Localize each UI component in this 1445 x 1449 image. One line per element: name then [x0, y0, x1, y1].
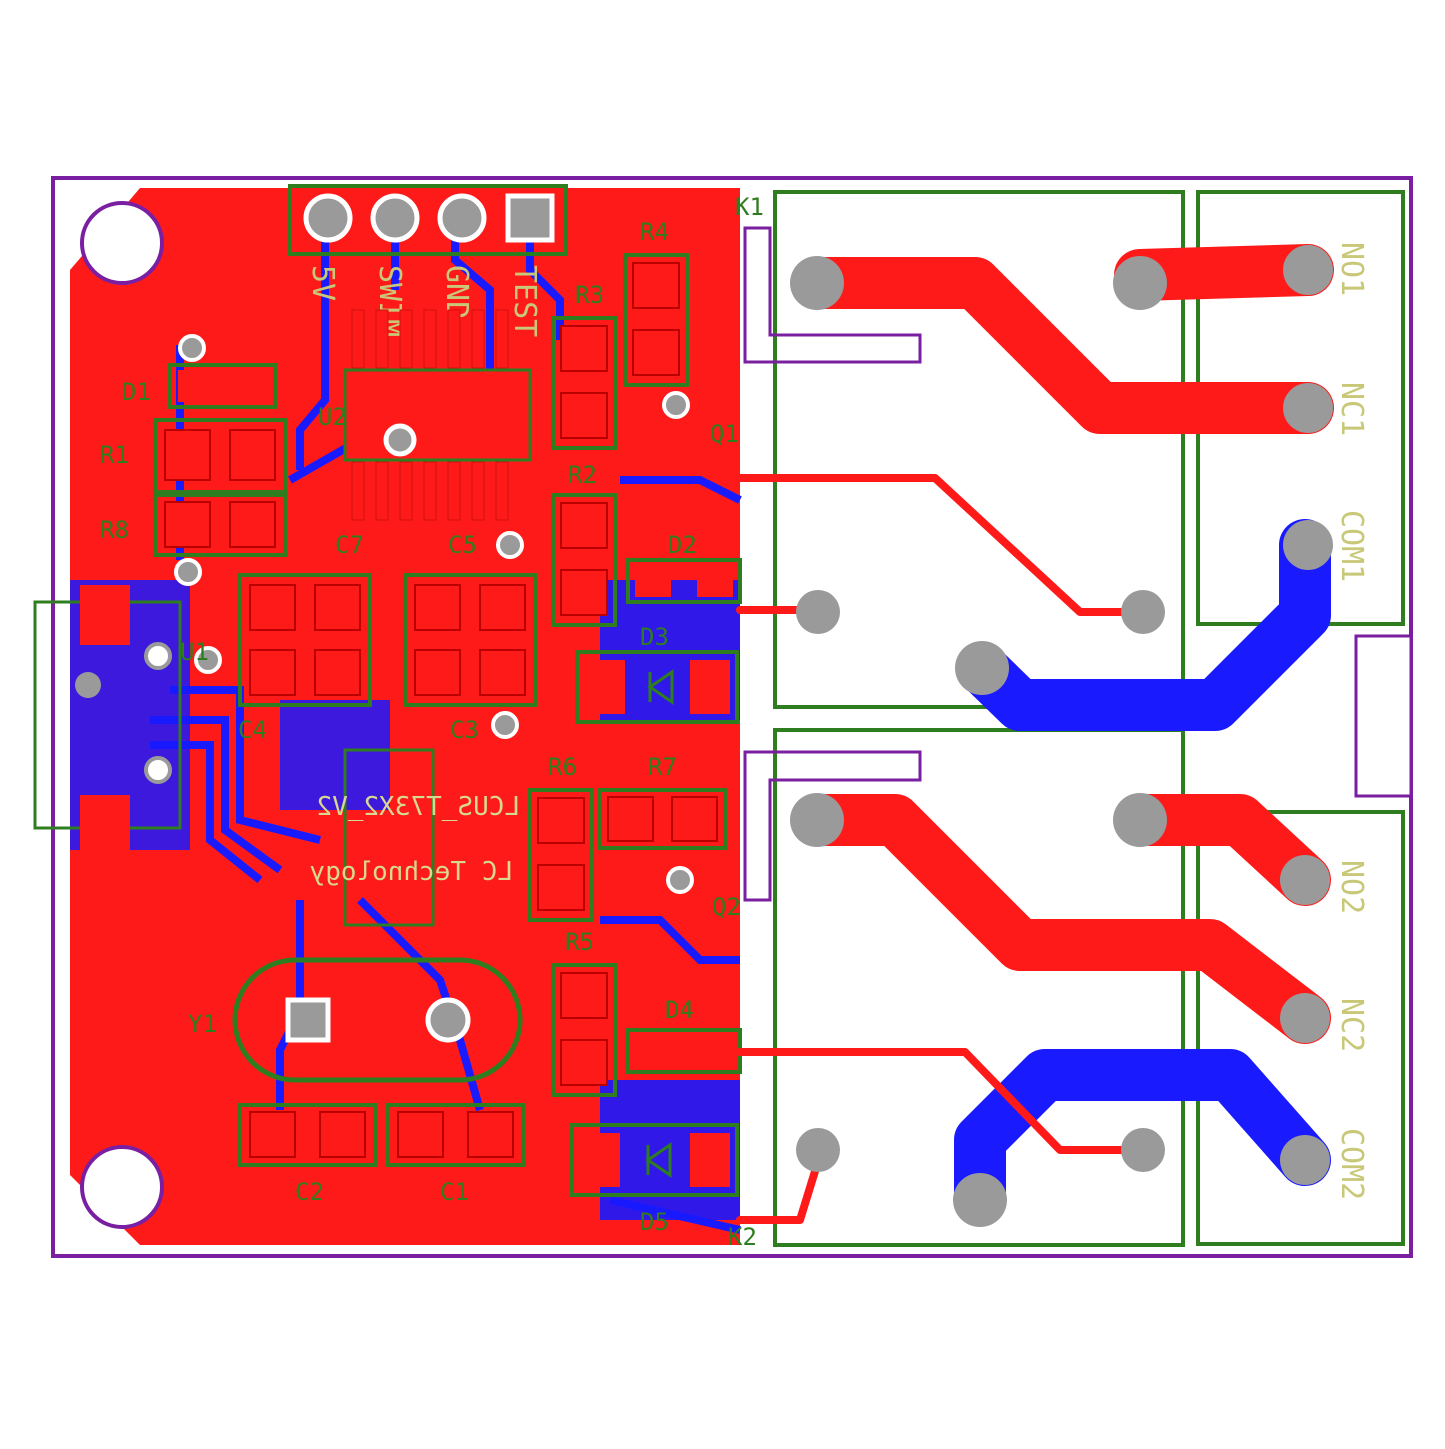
- designator-c2: C2: [295, 1178, 324, 1206]
- designator-y1: Y1: [188, 1010, 217, 1038]
- mounting-hole-bottom: [80, 1145, 164, 1229]
- capacitor-c7-block: [238, 573, 372, 707]
- capacitor-c5-block: [403, 573, 537, 707]
- crystal-y1: [232, 957, 523, 1083]
- designator-k2: K2: [728, 1223, 757, 1251]
- designator-c3: C3: [450, 716, 479, 744]
- terminal-pads: [1280, 245, 1333, 1185]
- designator-r3: R3: [575, 281, 604, 309]
- designator-c7: C7: [335, 531, 364, 559]
- diode-d2: [626, 558, 742, 604]
- terminal-label-com1: COM1: [1334, 510, 1369, 582]
- relay1-pads: [790, 256, 1167, 695]
- designator-k1: K1: [735, 193, 764, 221]
- board-notch: [1354, 634, 1413, 798]
- designator-d5: D5: [640, 1208, 669, 1236]
- designator-r7: R7: [648, 753, 677, 781]
- usb-via-1: [144, 642, 172, 670]
- designator-q1: Q1: [710, 420, 739, 448]
- mounting-hole-top: [80, 201, 164, 285]
- designator-d2: D2: [668, 531, 697, 559]
- resistor-r2: [551, 493, 617, 627]
- programming-header-outline: [288, 184, 568, 256]
- pin-label-test: TEST: [507, 265, 542, 337]
- header-pin-test: [505, 193, 555, 243]
- designator-u2: U2: [318, 403, 347, 431]
- usb-shield-pad: [75, 672, 101, 698]
- relay2-pads: [790, 793, 1167, 1227]
- via-mid-1: [496, 531, 524, 559]
- designator-r5: R5: [565, 928, 594, 956]
- header-pin-gnd: [437, 193, 487, 243]
- terminal-label-com2: COM2: [1334, 1128, 1369, 1200]
- via-left-1: [178, 334, 206, 362]
- usb-via-2: [144, 756, 172, 784]
- header-pin-swim: [370, 193, 420, 243]
- resistor-r5: [551, 963, 617, 1097]
- resistor-r3: [551, 316, 617, 450]
- terminal-block-2: [1196, 810, 1405, 1246]
- designator-r8: R8: [100, 516, 129, 544]
- capacitor-c1: [386, 1103, 525, 1167]
- designator-u1: U1: [180, 638, 209, 666]
- designator-q2: Q2: [712, 893, 741, 921]
- relay-k2: [743, 728, 1185, 1247]
- pin-label-5v: 5V: [305, 265, 340, 301]
- relay-k1: [743, 190, 1185, 709]
- terminal-label-nc2: NC2: [1334, 998, 1369, 1052]
- via-right-2: [666, 866, 694, 894]
- bottom-copper-zone-3: [280, 700, 390, 810]
- resistor-r1: [153, 418, 287, 494]
- diode-d4: [626, 1028, 742, 1074]
- designator-d4: D4: [665, 996, 694, 1024]
- usb-pad-top: [80, 585, 130, 645]
- via-left-2: [174, 558, 202, 586]
- diode-d3: [575, 650, 739, 724]
- diode-d1: [168, 363, 277, 409]
- usb-pad-bottom: [80, 795, 130, 855]
- resistor-r7: [598, 788, 727, 850]
- u1-usb-ic: [343, 748, 435, 927]
- resistor-r6: [528, 788, 594, 922]
- designator-c4: C4: [238, 716, 267, 744]
- designator-r6: R6: [548, 753, 577, 781]
- relay2-power-traces: [736, 794, 1331, 1224]
- u2-microcontroller: [343, 309, 532, 521]
- via-left-3: [194, 646, 222, 674]
- designator-d3: D3: [640, 623, 669, 651]
- capacitor-c2: [238, 1103, 377, 1167]
- designator-c5: C5: [448, 531, 477, 559]
- resistor-r4: [623, 253, 689, 387]
- diode-d5: [570, 1123, 739, 1197]
- via-right-1: [662, 391, 690, 419]
- header-pin-5v: [303, 193, 353, 243]
- resistor-r8: [153, 493, 287, 557]
- via-mid-2: [491, 711, 519, 739]
- designator-d1: D1: [122, 378, 151, 406]
- board-maker-text: LC Technology: [310, 857, 514, 887]
- designator-r1: R1: [100, 441, 129, 469]
- terminal-label-no2: NO2: [1334, 860, 1369, 914]
- designator-r2: R2: [568, 461, 597, 489]
- designator-c1: C1: [440, 1178, 469, 1206]
- terminal-label-no1: NO1: [1334, 242, 1369, 296]
- relay1-power-traces: [736, 244, 1334, 731]
- board-model-text: LCUS_T73X2_V2: [317, 792, 521, 822]
- designator-r4: R4: [640, 218, 669, 246]
- terminal-label-nc1: NC1: [1334, 382, 1369, 436]
